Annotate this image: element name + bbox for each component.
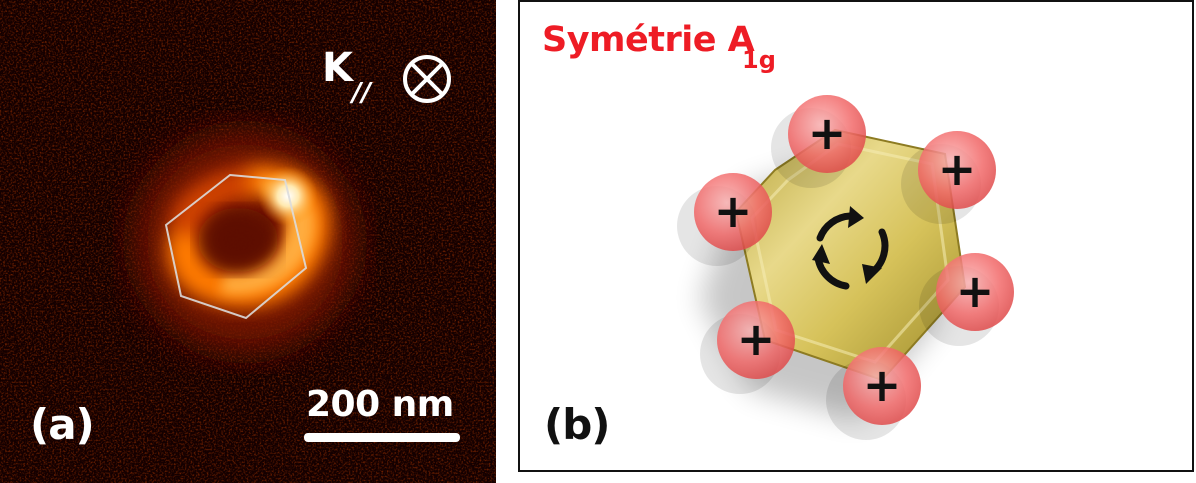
charge-2: + <box>901 131 996 224</box>
charge-sign: + <box>956 264 995 318</box>
symmetry-subscript: 1g <box>742 46 776 74</box>
hexagon-outline <box>164 173 308 320</box>
surface-charges: + + + + + + <box>677 95 1014 440</box>
charge-6: + <box>826 347 921 440</box>
circled-times-icon <box>403 55 451 103</box>
scale-bar-label: 200 nm <box>306 384 454 425</box>
charge-5: + <box>700 301 795 394</box>
charge-3: + <box>677 173 772 266</box>
k-vector-subscript: // <box>352 78 371 108</box>
k-vector-label: K <box>322 45 353 91</box>
charge-sign: + <box>938 142 977 196</box>
panel-b-label: (b) <box>544 400 610 449</box>
symmetry-title: Symétrie A <box>542 20 755 60</box>
charge-sign: + <box>737 312 776 366</box>
rotation-arrows-icon <box>812 206 889 290</box>
charge-sign: + <box>808 106 847 160</box>
scale-bar <box>304 433 460 442</box>
panel-a-label: (a) <box>30 400 95 449</box>
panel-b-symmetry-diagram: + + + + + + Symétrie A 1g (b) <box>518 0 1194 472</box>
plasmon-map-image <box>0 0 496 483</box>
charge-1: + <box>771 95 866 188</box>
charge-4: + <box>919 253 1014 346</box>
charge-sign: + <box>863 358 902 412</box>
panel-a-microscopy-image: K // 200 nm (a) <box>0 0 496 483</box>
charge-sign: + <box>714 184 753 238</box>
